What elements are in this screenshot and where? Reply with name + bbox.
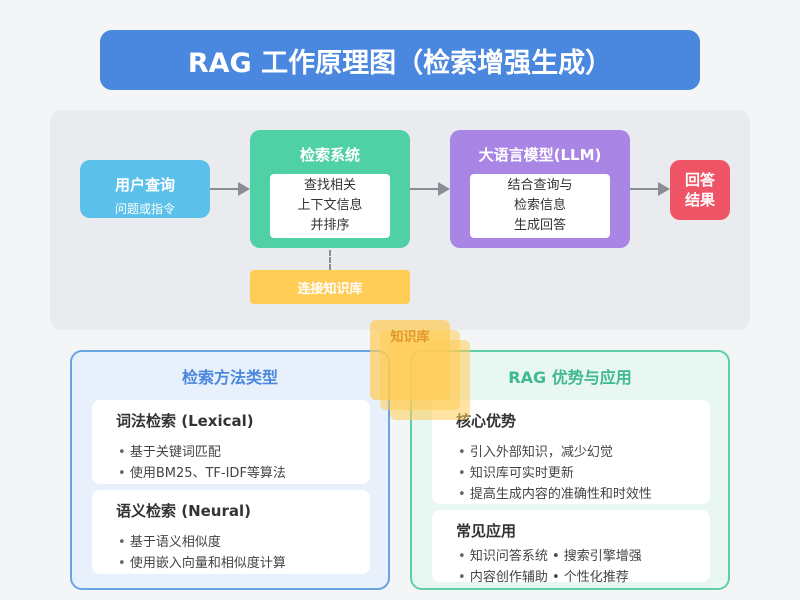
knowledge-base-layer [370, 320, 450, 400]
retrieval-methods-title: 检索方法类型 [181, 368, 278, 387]
list-item: 基于语义相似度 [118, 532, 286, 553]
retrieval-system-desc: 查找相关 上下文信息 并排序 [270, 174, 390, 238]
list-item: 引入外部知识，减少幻觉 [458, 442, 652, 463]
user-query-node: 用户查询 问题或指令 [80, 160, 210, 218]
user-query-title: 用户查询 [114, 176, 175, 194]
knowledge-base-label: 知识库 [390, 330, 430, 345]
arrow-query-to-retrieval [210, 188, 240, 190]
retrieval-line: 上下文信息 [297, 198, 363, 213]
arrow-head-icon [238, 182, 250, 196]
llm-line: 结合查询与 [507, 178, 573, 193]
retrieval-line: 并排序 [310, 218, 350, 233]
retrieval-system-node: 检索系统 查找相关 上下文信息 并排序 [250, 130, 410, 248]
retrieval-system-title: 检索系统 [299, 146, 360, 164]
neural-list: 基于语义相似度 使用嵌入向量和相似度计算 [118, 532, 286, 574]
llm-title: 大语言模型(LLM) [478, 146, 602, 164]
user-query-subtitle: 问题或指令 [114, 202, 175, 216]
arrow-head-icon [658, 182, 670, 196]
neural-title: 语义检索 (Neural) [116, 502, 252, 520]
lexical-title: 词法检索 (Lexical) [116, 412, 254, 430]
answer-line: 结果 [684, 191, 715, 209]
list-item: 提高生成内容的准确性和时效性 [458, 484, 652, 504]
list-item: 使用嵌入向量和相似度计算 [118, 553, 286, 574]
lexical-list: 基于关键词匹配 使用BM25、TF-IDF等算法 [118, 442, 286, 484]
connect-knowledge-base-tag: 连接知识库 [250, 270, 410, 304]
list-item: 知识问答系统 • 搜索引擎增强 [458, 546, 642, 567]
arrow-head-icon [438, 182, 450, 196]
answer-line: 回答 [684, 171, 715, 189]
core-advantages-card: 核心优势 引入外部知识，减少幻觉 知识库可实时更新 提高生成内容的准确性和时效性 [432, 400, 710, 504]
advantages-title: RAG 优势与应用 [508, 368, 632, 387]
page-title: RAG 工作原理图（检索增强生成） [100, 30, 700, 90]
llm-node: 大语言模型(LLM) 结合查询与 检索信息 生成回答 [450, 130, 630, 248]
answer-node: 回答 结果 [670, 160, 730, 220]
kb-connector-line [329, 250, 331, 270]
llm-line: 生成回答 [513, 218, 566, 233]
list-item: 知识库可实时更新 [458, 463, 652, 484]
list-item: 内容创作辅助 • 个性化推荐 [458, 567, 642, 588]
list-item: 使用BM25、TF-IDF等算法 [118, 463, 286, 484]
arrow-retrieval-to-llm [410, 188, 440, 190]
neural-card: 语义检索 (Neural) 基于语义相似度 使用嵌入向量和相似度计算 [92, 490, 370, 574]
applications-list: 知识问答系统 • 搜索引擎增强 内容创作辅助 • 个性化推荐 [458, 546, 642, 588]
retrieval-line: 查找相关 [303, 178, 356, 193]
llm-desc: 结合查询与 检索信息 生成回答 [470, 174, 610, 238]
core-advantages-title: 核心优势 [456, 412, 517, 430]
arrow-llm-to-answer [630, 188, 660, 190]
applications-title: 常见应用 [456, 522, 517, 540]
llm-line: 检索信息 [513, 198, 566, 213]
list-item: 基于关键词匹配 [118, 442, 286, 463]
applications-card: 常见应用 知识问答系统 • 搜索引擎增强 内容创作辅助 • 个性化推荐 [432, 510, 710, 585]
retrieval-methods-section: 检索方法类型 词法检索 (Lexical) 基于关键词匹配 使用BM25、TF-… [70, 350, 390, 590]
core-advantages-list: 引入外部知识，减少幻觉 知识库可实时更新 提高生成内容的准确性和时效性 [458, 442, 652, 504]
lexical-card: 词法检索 (Lexical) 基于关键词匹配 使用BM25、TF-IDF等算法 [92, 400, 370, 484]
